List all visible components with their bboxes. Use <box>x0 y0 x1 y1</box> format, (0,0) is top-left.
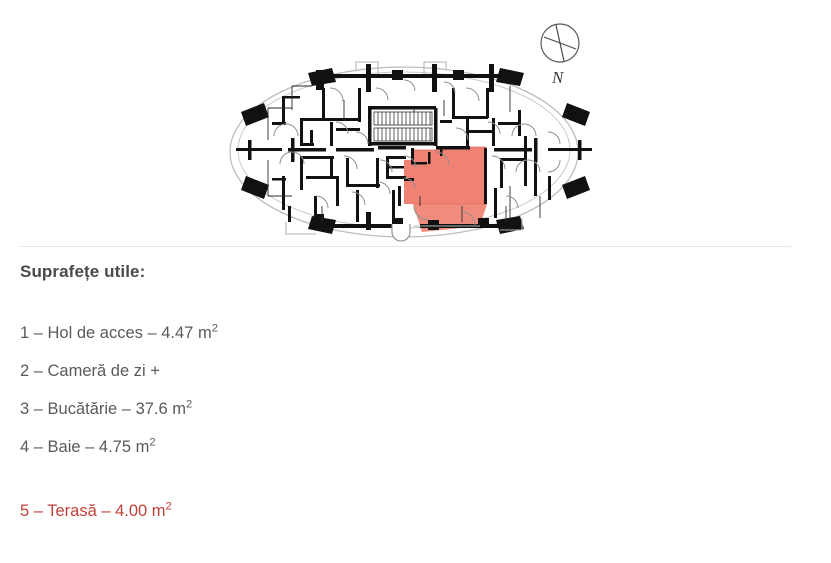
interior-partitions <box>267 85 541 224</box>
areas-list: 1 – Hol de acces – 4.47 m2 2 – Cameră de… <box>20 314 218 530</box>
entry-vestibule <box>391 224 411 242</box>
area-item-2: 2 – Cameră de zi + <box>20 352 218 390</box>
floor-plan-drawing: N <box>229 23 592 242</box>
content-divider <box>20 246 791 247</box>
compass-north-label: N <box>551 68 565 87</box>
area-item-5: 5 – Terasă – 4.00 m2 <box>20 492 218 530</box>
area-item-5-text: 5 – Terasă – 4.00 m <box>20 502 166 520</box>
staircase-icon <box>373 111 433 142</box>
area-item-3: 3 – Bucătărie – 37.6 m2 <box>20 390 218 428</box>
area-item-5-exponent: 2 <box>165 500 172 513</box>
floorplan-section: N <box>0 0 831 245</box>
door-swings <box>273 79 561 226</box>
area-item-4: 4 – Baie – 4.75 m2 <box>20 428 218 466</box>
compass-rose: N <box>540 23 580 87</box>
area-item-4-exponent: 2 <box>149 436 156 449</box>
area-item-3-exponent: 2 <box>186 398 193 411</box>
area-item-1-text: 1 – Hol de acces – 4.47 m <box>20 324 212 342</box>
balcony-outlines <box>285 61 523 235</box>
areas-heading: Suprafețe utile: <box>20 262 146 281</box>
area-item-1: 1 – Hol de acces – 4.47 m2 <box>20 314 218 352</box>
area-item-2-text: 2 – Cameră de zi + <box>20 362 160 380</box>
area-item-1-exponent: 2 <box>211 322 218 335</box>
area-item-4-text: 4 – Baie – 4.75 m <box>20 438 150 456</box>
wall-structure <box>236 64 592 234</box>
area-item-3-text: 3 – Bucătărie – 37.6 m <box>20 400 187 418</box>
